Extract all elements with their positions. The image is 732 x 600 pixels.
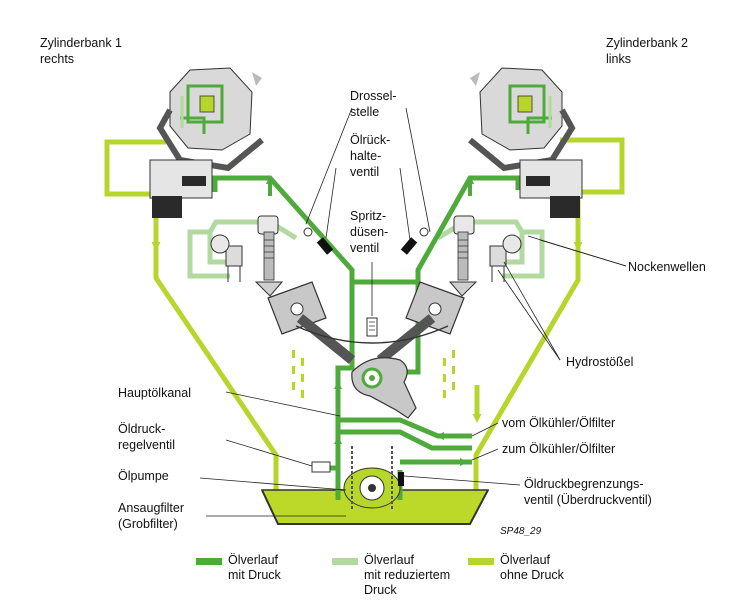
label-bank-1: Zylinderbank 1: [40, 36, 122, 50]
label-check-valve-3: ventil: [350, 165, 379, 179]
label-check-valve-1: Ölrück-: [350, 133, 390, 147]
legend-label: Ölverlauf: [500, 553, 551, 567]
legend-swatch-reduced: [332, 558, 358, 565]
label-spray-valve-1: Spritz-: [350, 209, 386, 223]
legend-label: ohne Druck: [500, 568, 564, 582]
label-bank-1-side: rechts: [40, 52, 74, 66]
label-main-gallery: Hauptölkanal: [118, 386, 191, 400]
label-camshafts: Nockenwellen: [628, 260, 706, 274]
camshaft-adjuster-right: [468, 67, 576, 172]
legend-label: Druck: [364, 583, 397, 597]
cylinder-head-bank-1: [149, 67, 356, 364]
legend-swatch-nopressure: [468, 558, 494, 565]
piston-right: [376, 281, 465, 364]
label-oil-pump: Ölpumpe: [118, 469, 169, 483]
label-regulator-1: Öldruck-: [118, 422, 165, 436]
label-spray-valve-3: ventil: [350, 241, 379, 255]
figure-code: SP48_29: [500, 526, 542, 537]
solenoid-valve-left: [149, 159, 213, 218]
camshaft-adjuster-left: [156, 67, 264, 172]
label-bank-2: Zylinderbank 2: [606, 36, 688, 50]
pressure-arrows: [266, 176, 474, 466]
label-throttle-1: Drossel-: [350, 89, 397, 103]
label-filter-1: Ansaugfilter: [118, 501, 184, 515]
label-relief-valve-2: ventil (Überdruckventil): [524, 493, 652, 507]
solenoid-valve-right: [519, 159, 583, 218]
label-spray-valve-2: düsen-: [350, 225, 388, 239]
label-hydraulic-tappets: Hydrostößel: [566, 355, 633, 369]
label-from-cooler: vom Ölkühler/Ölfilter: [502, 416, 615, 430]
label-regulator-2: regelventil: [118, 438, 175, 452]
piston-left: [267, 281, 356, 364]
legend-label: Ölverlauf: [228, 553, 279, 567]
rotation-arrows: [252, 72, 480, 86]
label-relief-valve-1: Öldruckbegrenzungs-: [524, 477, 644, 491]
label-throttle-2: stelle: [350, 105, 379, 119]
label-check-valve-2: halte-: [350, 149, 381, 163]
oil-pump: [311, 446, 404, 510]
legend-swatch-pressure: [196, 558, 222, 565]
label-to-cooler: zum Ölkühler/Ölfilter: [502, 442, 615, 456]
cam-follower-right: [448, 215, 522, 297]
label-filter-2: (Grobfilter): [118, 517, 178, 531]
labels: Zylinderbank 1 rechts Zylinderbank 2 lin…: [40, 36, 706, 537]
check-valve-left: [303, 227, 334, 255]
legend-label: mit Druck: [228, 568, 281, 582]
crankshaft: [351, 357, 417, 419]
spray-nozzle-valve: [295, 317, 449, 344]
cam-follower-left: [210, 215, 284, 297]
leader-lines: [199, 107, 627, 517]
legend-label: Ölverlauf: [364, 553, 415, 567]
check-valve-right: [400, 227, 429, 255]
cylinder-head-bank-2: [376, 67, 583, 364]
oil-drips: [292, 350, 455, 398]
legend-label: mit reduziertem: [364, 568, 451, 582]
label-bank-2-side: links: [606, 52, 631, 66]
